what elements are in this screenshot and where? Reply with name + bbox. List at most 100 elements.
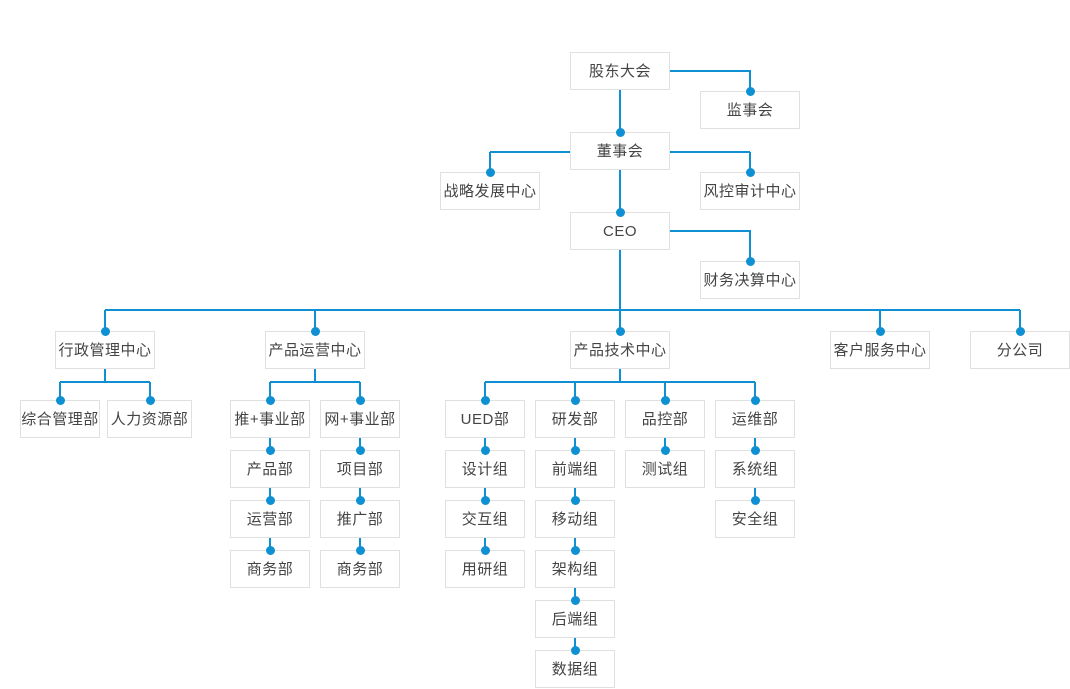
org-node-label: 研发部 — [551, 410, 599, 428]
connector-dot-icon — [485, 167, 495, 177]
org-node-n4[interactable]: 战略发展中心 — [440, 172, 540, 210]
org-node-n18[interactable]: 商务部 — [230, 550, 310, 588]
connector-dot-icon — [480, 395, 490, 405]
connector-dot-icon — [615, 207, 625, 217]
org-node-n14[interactable]: 人力资源部 — [107, 400, 192, 438]
connector-line — [670, 230, 751, 261]
org-node-label: 产品部 — [246, 460, 294, 478]
org-node-label: 行政管理中心 — [58, 341, 152, 359]
org-node-n24[interactable]: 设计组 — [445, 450, 525, 488]
org-node-n16[interactable]: 产品部 — [230, 450, 310, 488]
org-node-n11[interactable]: 客户服务中心 — [830, 331, 930, 369]
org-node-label: 数据组 — [551, 660, 599, 678]
org-node-n5[interactable]: 风控审计中心 — [700, 172, 800, 210]
org-node-n10[interactable]: 产品技术中心 — [570, 331, 670, 369]
org-node-n17[interactable]: 运营部 — [230, 500, 310, 538]
org-node-n32[interactable]: 数据组 — [535, 650, 615, 688]
org-node-label: 项目部 — [336, 460, 384, 478]
connector-dot-icon — [355, 545, 365, 555]
org-node-n7[interactable]: 财务决算中心 — [700, 261, 800, 299]
org-node-label: 战略发展中心 — [443, 182, 537, 200]
org-node-label: 前端组 — [551, 460, 599, 478]
org-node-label: 股东大会 — [588, 62, 651, 80]
org-node-n22[interactable]: 商务部 — [320, 550, 400, 588]
org-node-n35[interactable]: 运维部 — [715, 400, 795, 438]
org-node-n25[interactable]: 交互组 — [445, 500, 525, 538]
org-node-n20[interactable]: 项目部 — [320, 450, 400, 488]
connector-dot-icon — [750, 395, 760, 405]
connector-dot-icon — [480, 545, 490, 555]
org-node-label: 商务部 — [336, 560, 384, 578]
connector-dot-icon — [745, 86, 755, 96]
connector-dot-icon — [55, 395, 65, 405]
org-node-n13[interactable]: 综合管理部 — [20, 400, 100, 438]
org-node-label: 客户服务中心 — [833, 341, 927, 359]
connector-dot-icon — [265, 495, 275, 505]
org-node-n28[interactable]: 前端组 — [535, 450, 615, 488]
connector-dot-icon — [100, 326, 110, 336]
connector-dot-icon — [355, 395, 365, 405]
org-node-label: 后端组 — [551, 610, 599, 628]
org-node-label: 产品技术中心 — [573, 341, 667, 359]
org-node-label: CEO — [602, 222, 637, 240]
org-node-n29[interactable]: 移动组 — [535, 500, 615, 538]
connector-dot-icon — [355, 495, 365, 505]
org-node-n30[interactable]: 架构组 — [535, 550, 615, 588]
connector-dot-icon — [570, 395, 580, 405]
org-node-label: 推广部 — [336, 510, 384, 528]
org-node-n34[interactable]: 测试组 — [625, 450, 705, 488]
org-node-label: 董事会 — [596, 142, 644, 160]
org-node-label: 网+事业部 — [324, 410, 396, 428]
org-node-label: 推+事业部 — [234, 410, 306, 428]
connector-dot-icon — [265, 395, 275, 405]
org-node-n31[interactable]: 后端组 — [535, 600, 615, 638]
connector-dot-icon — [265, 445, 275, 455]
org-node-n23[interactable]: UED部 — [445, 400, 525, 438]
connector-dot-icon — [750, 495, 760, 505]
org-node-n15[interactable]: 推+事业部 — [230, 400, 310, 438]
connector-dot-icon — [615, 326, 625, 336]
org-node-label: 综合管理部 — [21, 410, 99, 428]
connector-dot-icon — [660, 395, 670, 405]
org-node-label: 监事会 — [726, 101, 774, 119]
connector-dot-icon — [875, 326, 885, 336]
org-node-label: 用研组 — [461, 560, 509, 578]
org-node-label: 测试组 — [641, 460, 689, 478]
connector-dot-icon — [745, 256, 755, 266]
org-node-n19[interactable]: 网+事业部 — [320, 400, 400, 438]
org-node-n33[interactable]: 品控部 — [625, 400, 705, 438]
org-node-n6[interactable]: CEO — [570, 212, 670, 250]
org-node-label: 系统组 — [731, 460, 779, 478]
org-node-label: 产品运营中心 — [268, 341, 362, 359]
org-node-label: 财务决算中心 — [703, 271, 797, 289]
org-node-label: 风控审计中心 — [703, 182, 797, 200]
org-node-n21[interactable]: 推广部 — [320, 500, 400, 538]
org-node-label: 商务部 — [246, 560, 294, 578]
connector-dot-icon — [745, 167, 755, 177]
connector-dot-icon — [480, 445, 490, 455]
connector-dot-icon — [570, 495, 580, 505]
org-node-n37[interactable]: 安全组 — [715, 500, 795, 538]
org-node-n1[interactable]: 股东大会 — [570, 52, 670, 90]
connector-dot-icon — [480, 495, 490, 505]
org-node-n9[interactable]: 产品运营中心 — [265, 331, 365, 369]
org-node-label: 分公司 — [996, 341, 1044, 359]
org-node-n12[interactable]: 分公司 — [970, 331, 1070, 369]
connector-dot-icon — [570, 445, 580, 455]
org-node-label: 交互组 — [461, 510, 509, 528]
org-node-n2[interactable]: 监事会 — [700, 91, 800, 129]
connector-dot-icon — [750, 445, 760, 455]
org-node-n36[interactable]: 系统组 — [715, 450, 795, 488]
connector-dot-icon — [570, 545, 580, 555]
org-node-label: 品控部 — [641, 410, 689, 428]
org-node-n27[interactable]: 研发部 — [535, 400, 615, 438]
org-node-n8[interactable]: 行政管理中心 — [55, 331, 155, 369]
connector-dot-icon — [615, 127, 625, 137]
org-node-label: 安全组 — [731, 510, 779, 528]
org-node-n26[interactable]: 用研组 — [445, 550, 525, 588]
connector-dot-icon — [570, 595, 580, 605]
connector-line — [670, 70, 751, 91]
connector-dot-icon — [355, 445, 365, 455]
org-node-n3[interactable]: 董事会 — [570, 132, 670, 170]
